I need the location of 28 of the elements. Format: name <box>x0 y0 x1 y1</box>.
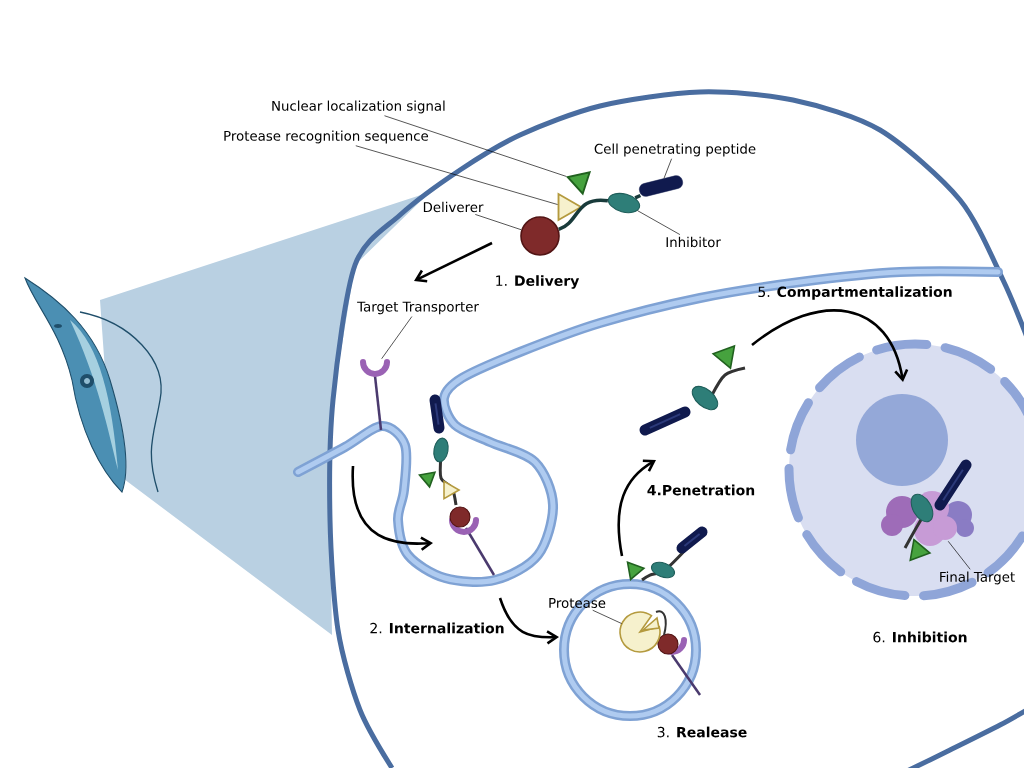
step-label: 5. Compartmentalization <box>758 286 952 300</box>
part-label: Deliverer <box>423 201 484 213</box>
peptide-bar <box>639 175 683 197</box>
part-label: Cell penetrating peptide <box>594 143 756 157</box>
inhibitor-bean <box>607 192 641 214</box>
leader-line <box>663 158 672 179</box>
part-label: Nuclear localization signal <box>272 100 445 114</box>
linker-chain <box>557 198 608 232</box>
protease-drawing <box>619 611 661 653</box>
leader-line <box>947 540 971 570</box>
step-label: 1. Delivery <box>496 275 580 289</box>
part-label: Protease <box>549 598 606 608</box>
step-label: 6. Inhibition <box>873 631 967 643</box>
part-label: Target Transporter <box>357 301 479 315</box>
transporter-drawing <box>360 359 390 377</box>
leader-line <box>381 316 413 360</box>
step-label: 2. Internalization <box>370 622 504 634</box>
step-label: 3. Realease <box>657 726 747 738</box>
linker-chain <box>634 193 642 200</box>
leader-line <box>637 210 681 235</box>
part-label: Inhibitor <box>666 236 721 248</box>
part-label: Protease recognition sequence <box>224 130 429 144</box>
part-label: Final Target <box>940 571 1015 585</box>
step-label: 4.Penetration <box>647 484 755 496</box>
deliverer-circle <box>520 216 560 256</box>
leader-line <box>355 145 558 205</box>
leader-line <box>384 115 567 177</box>
leader-line <box>474 214 522 231</box>
